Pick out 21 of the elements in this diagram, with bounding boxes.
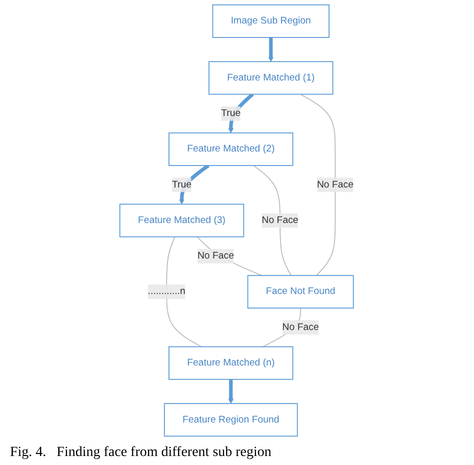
edge-label: ............n	[148, 286, 186, 297]
edge-label: No Face	[282, 322, 320, 332]
node-box: Feature Matched (2)	[168, 132, 294, 166]
node-box: Feature Matched (n)	[168, 346, 294, 380]
connector	[166, 236, 202, 348]
edge-label: True	[172, 179, 192, 190]
connector	[300, 94, 336, 276]
node-box: Feature Matched (3)	[120, 204, 244, 238]
arrow	[228, 379, 234, 404]
node-box: Face Not Found	[248, 275, 354, 309]
arrow	[268, 37, 274, 62]
edge-label: True	[221, 108, 241, 118]
node-box: Image Sub Region	[212, 4, 330, 38]
arrow	[228, 92, 254, 134]
edge-label: No Face	[198, 250, 234, 261]
connector	[197, 236, 263, 276]
edge-label: No Face	[262, 215, 299, 226]
edge-label: No Face	[317, 179, 354, 190]
node-box: Feature Region Found	[164, 403, 298, 437]
caption: Fig. 4. Finding face from different sub region	[9, 444, 272, 462]
node-box: Feature Matched (1)	[208, 61, 334, 95]
